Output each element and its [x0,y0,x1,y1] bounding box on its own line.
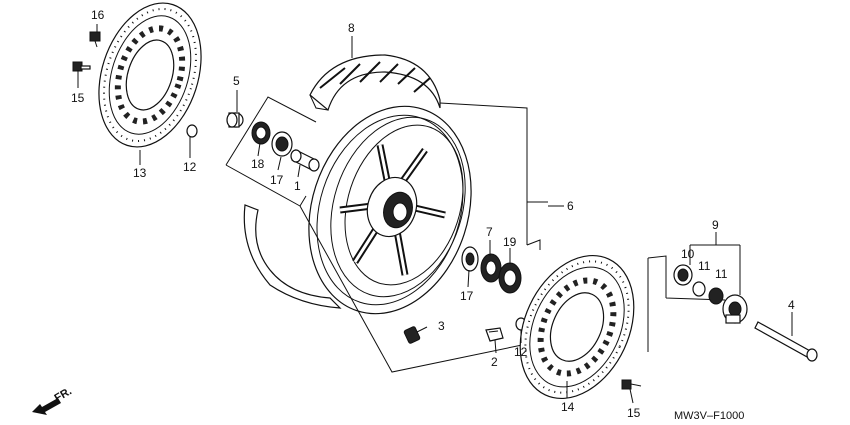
assembly-bracket-right [299,102,548,373]
collar-5 [226,112,244,128]
callout-10: 10 [681,247,695,261]
valve-3 [403,326,421,344]
washer-12-left [186,124,198,138]
callout-5: 5 [233,74,240,88]
callout-11a: 11 [698,259,711,273]
callout-17-left: 17 [270,173,284,187]
callout-17-right: 17 [460,289,474,303]
washer-11b [708,287,724,305]
bolt-15-left [72,61,91,72]
callout-8: 8 [348,21,355,35]
gear-10 [673,264,693,286]
callout-14: 14 [561,400,575,414]
bolt-16 [89,31,101,48]
washer-11a [692,281,706,297]
brake-disc-right [519,254,635,400]
callout-3: 3 [438,319,445,333]
callout-6: 6 [567,199,574,213]
callout-12-right: 12 [514,345,528,359]
diagram-code: MW3V–F1000 [674,410,744,422]
dust-seal-7 [480,253,502,283]
bolt-15-right [621,379,642,390]
callout-11b: 11 [715,267,728,281]
gearbox-housing-9 [722,294,748,324]
tire-8 [243,54,441,309]
bearing-17-right [461,246,479,272]
seal-19 [498,262,522,294]
bearing-17-left [271,131,293,157]
callout-2: 2 [491,355,498,369]
brake-disc-left [98,2,202,148]
callout-7: 7 [486,225,493,239]
distance-collar-1 [290,149,320,172]
callout-12-left: 12 [183,160,197,174]
front-direction-arrow-icon [32,398,61,415]
oil-seal-18 [251,121,271,145]
front-direction-label: FR. [53,385,74,404]
clip-2 [485,327,504,342]
axle-4 [754,321,818,362]
callout-16: 16 [91,8,105,22]
callout-1: 1 [294,179,301,193]
wheel-rim-6 [308,105,472,315]
callout-15-left: 15 [71,91,85,105]
callout-18: 18 [251,157,265,171]
callout-9: 9 [712,218,719,232]
callout-19: 19 [503,235,517,249]
callout-15-right: 15 [627,406,641,420]
callout-4: 4 [788,298,795,312]
callout-13: 13 [133,166,147,180]
leader-lines [77,24,793,404]
